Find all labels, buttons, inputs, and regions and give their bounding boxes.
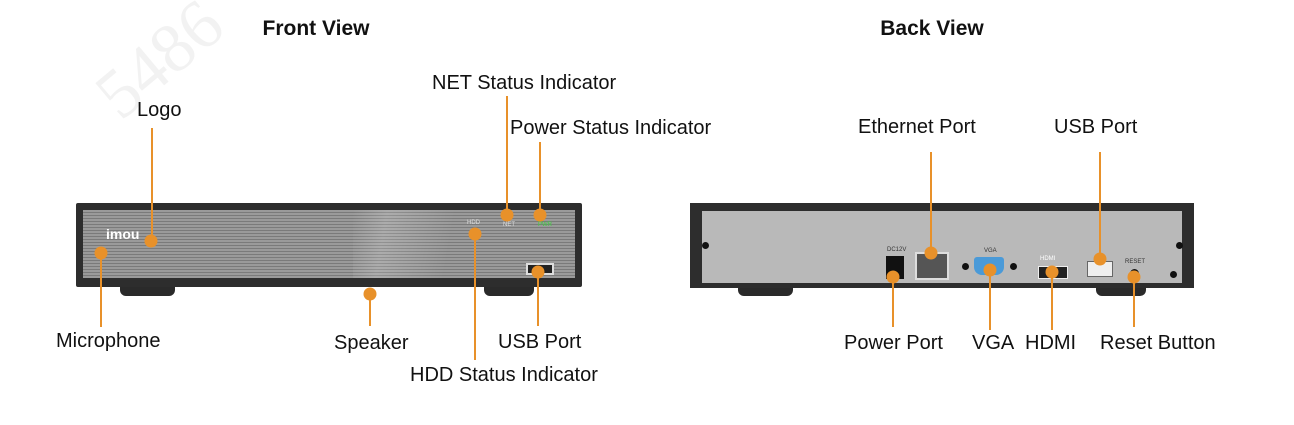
callout-dot (144, 234, 158, 248)
callout-dot (363, 287, 377, 301)
label-power-port: Power Port (844, 332, 943, 354)
callout-dot (468, 227, 482, 241)
label-hdmi: HDMI (1025, 332, 1077, 354)
label-speaker: Speaker (334, 332, 409, 354)
imou-logo: imou (106, 226, 140, 242)
label-power-status: Power Status Indicator (510, 117, 712, 139)
callout-dot (983, 263, 997, 277)
callout-dot (531, 265, 545, 279)
hdmi-mark: HDMI (1040, 256, 1056, 262)
dc-mark: DC12V (887, 247, 907, 253)
label-ethernet: Ethernet Port (858, 116, 976, 138)
label-net-status: NET Status Indicator (432, 72, 617, 94)
label-hdd-status: HDD Status Indicator (410, 364, 598, 386)
foot (120, 287, 175, 296)
pwr-led: PWR (538, 222, 552, 228)
callout-dot (500, 208, 514, 222)
reset-mark: RESET (1125, 259, 1146, 265)
callout-dot (533, 208, 547, 222)
foot (738, 287, 793, 296)
callout-dot (886, 270, 900, 284)
label-vga: VGA (972, 332, 1015, 354)
callout-dot (1093, 252, 1107, 266)
label-back-usb: USB Port (1054, 116, 1138, 138)
foot (484, 287, 534, 296)
front-device: imou HDD NET PWR (76, 203, 582, 287)
callout-dot (1127, 270, 1141, 284)
label-reset: Reset Button (1100, 332, 1216, 354)
front-view-title: Front View (262, 17, 370, 40)
label-front-usb: USB Port (498, 331, 582, 353)
hdd-mark: HDD (467, 220, 480, 226)
foot (1096, 287, 1146, 296)
label-microphone: Microphone (56, 330, 161, 352)
callout-dot (94, 246, 108, 260)
label-logo: Logo (137, 99, 182, 121)
back-view-title: Back View (880, 17, 984, 40)
callout-dot (1045, 265, 1059, 279)
back-device: DC12V VGA HDMI RESET (690, 203, 1194, 288)
vga-mark: VGA (984, 248, 997, 254)
net-mark: NET (503, 222, 515, 228)
callout-dot (924, 246, 938, 260)
